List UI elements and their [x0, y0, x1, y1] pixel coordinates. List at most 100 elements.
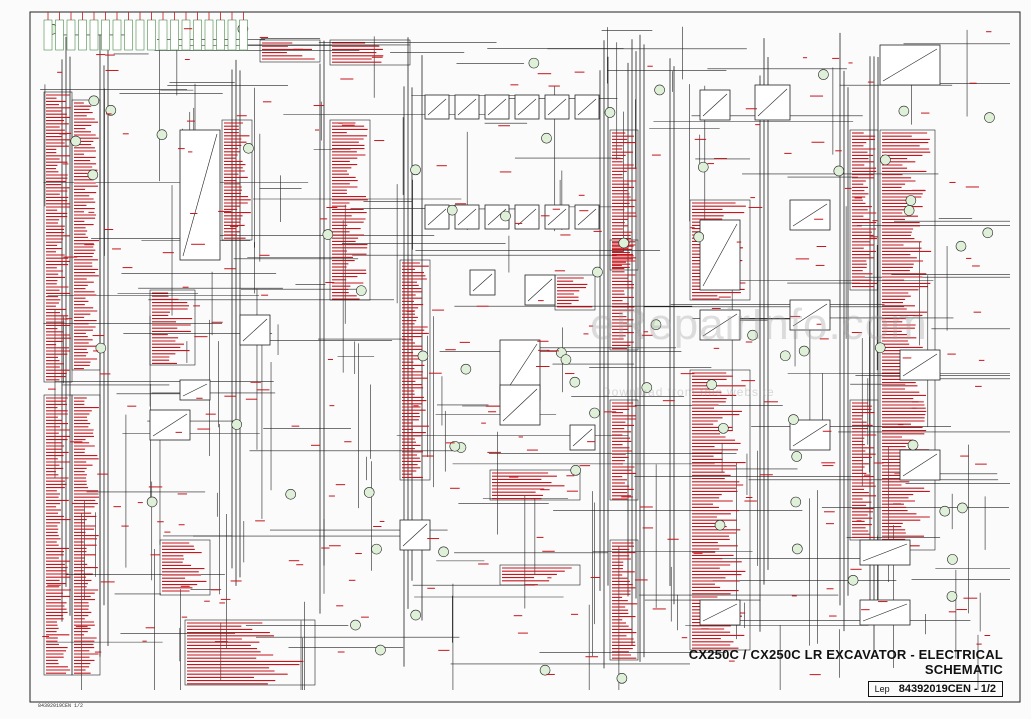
reference-node	[560, 354, 572, 365]
component-symbol	[182, 133, 218, 257]
reference-node	[798, 345, 810, 357]
reference-node	[460, 363, 472, 375]
reference-node	[905, 195, 917, 206]
component-box	[574, 204, 600, 230]
reference-node	[791, 451, 803, 462]
component-symbol	[702, 223, 738, 287]
component-symbol	[487, 98, 507, 116]
reference-node	[156, 129, 168, 141]
component-symbol	[427, 208, 447, 226]
reference-node	[355, 285, 367, 296]
reference-node	[790, 496, 802, 508]
connector-block	[159, 539, 211, 596]
component-symbol	[902, 353, 938, 377]
connector-block	[184, 619, 316, 686]
connector-block	[499, 564, 581, 586]
reference-node	[285, 489, 296, 500]
connector-block	[221, 119, 253, 241]
fuse-element	[239, 19, 248, 51]
reference-node	[898, 105, 910, 117]
component-symbol	[902, 453, 938, 477]
component-symbol	[527, 278, 553, 302]
reference-node	[322, 229, 334, 240]
connector-block	[609, 399, 639, 501]
connector-block	[329, 119, 371, 301]
reference-node	[957, 502, 968, 514]
watermark: eRepairInfo.com	[590, 300, 928, 349]
reference-node	[528, 57, 540, 69]
connector-block	[71, 394, 101, 676]
reference-node	[375, 644, 386, 656]
reference-node	[105, 105, 117, 116]
reference-node	[592, 266, 603, 278]
reference-node	[363, 487, 375, 498]
reference-node	[706, 379, 718, 390]
connector-block	[689, 369, 751, 651]
reference-node	[947, 554, 958, 565]
fuse-element	[158, 19, 168, 51]
reference-node	[604, 107, 616, 118]
reference-node	[618, 237, 630, 249]
reference-node	[982, 227, 994, 239]
reference-node	[449, 440, 461, 452]
component-symbol	[242, 318, 268, 342]
reference-node	[714, 519, 726, 531]
reference-node	[818, 69, 829, 80]
sheet-border	[29, 11, 1021, 703]
reference-node	[371, 543, 382, 555]
reference-node	[874, 342, 886, 354]
reference-node	[650, 319, 662, 331]
reference-node	[500, 210, 511, 222]
fuse-element	[78, 19, 87, 51]
component-symbol	[702, 313, 738, 337]
component-symbol	[547, 98, 567, 116]
connector-block	[43, 394, 73, 676]
reference-node	[654, 84, 665, 96]
component-symbol	[577, 98, 597, 116]
reference-node	[792, 543, 803, 555]
component-symbol	[702, 93, 728, 117]
reference-node	[87, 169, 99, 181]
reference-node	[243, 142, 254, 154]
watermark-subtitle: Download from this website	[602, 385, 775, 399]
connector-block	[689, 199, 751, 301]
component-symbol	[402, 523, 428, 547]
fuse-element	[112, 19, 122, 51]
reference-node	[693, 231, 705, 243]
reference-node	[589, 407, 600, 419]
reference-node	[747, 329, 758, 341]
component-symbol	[517, 208, 537, 226]
fuse-element	[89, 19, 99, 51]
fuse-element	[147, 19, 156, 51]
component-symbol	[457, 98, 477, 116]
reference-node	[350, 619, 361, 631]
reference-code: 84392019CEN - 1/2	[898, 683, 996, 695]
connector-block	[554, 274, 596, 311]
component-symbol	[427, 98, 447, 116]
fuse-element	[55, 19, 64, 51]
fuse-element	[124, 19, 133, 51]
reference-node	[984, 112, 995, 123]
component-symbol	[572, 428, 593, 447]
footer-code: 84392019CEN 1/2	[38, 703, 84, 709]
fuse-element	[43, 19, 53, 51]
reference-node	[541, 132, 552, 144]
reference-node	[903, 205, 915, 216]
component-symbol	[882, 48, 938, 82]
component-symbol	[472, 273, 493, 292]
component-symbol	[757, 88, 788, 117]
reference-node	[779, 350, 791, 362]
fuse-element	[193, 19, 202, 51]
connector-block	[489, 469, 581, 501]
reference-node	[95, 342, 107, 354]
reference-node	[410, 609, 422, 621]
component-symbol	[792, 203, 828, 227]
reference-prefix: Lep	[874, 684, 890, 694]
reference-node	[88, 95, 100, 107]
fuse-element	[135, 19, 145, 51]
reference-node	[833, 165, 845, 177]
fuse-element	[101, 19, 110, 51]
connector-block	[149, 289, 196, 366]
component-symbol	[502, 388, 538, 422]
connector-block	[609, 539, 639, 661]
